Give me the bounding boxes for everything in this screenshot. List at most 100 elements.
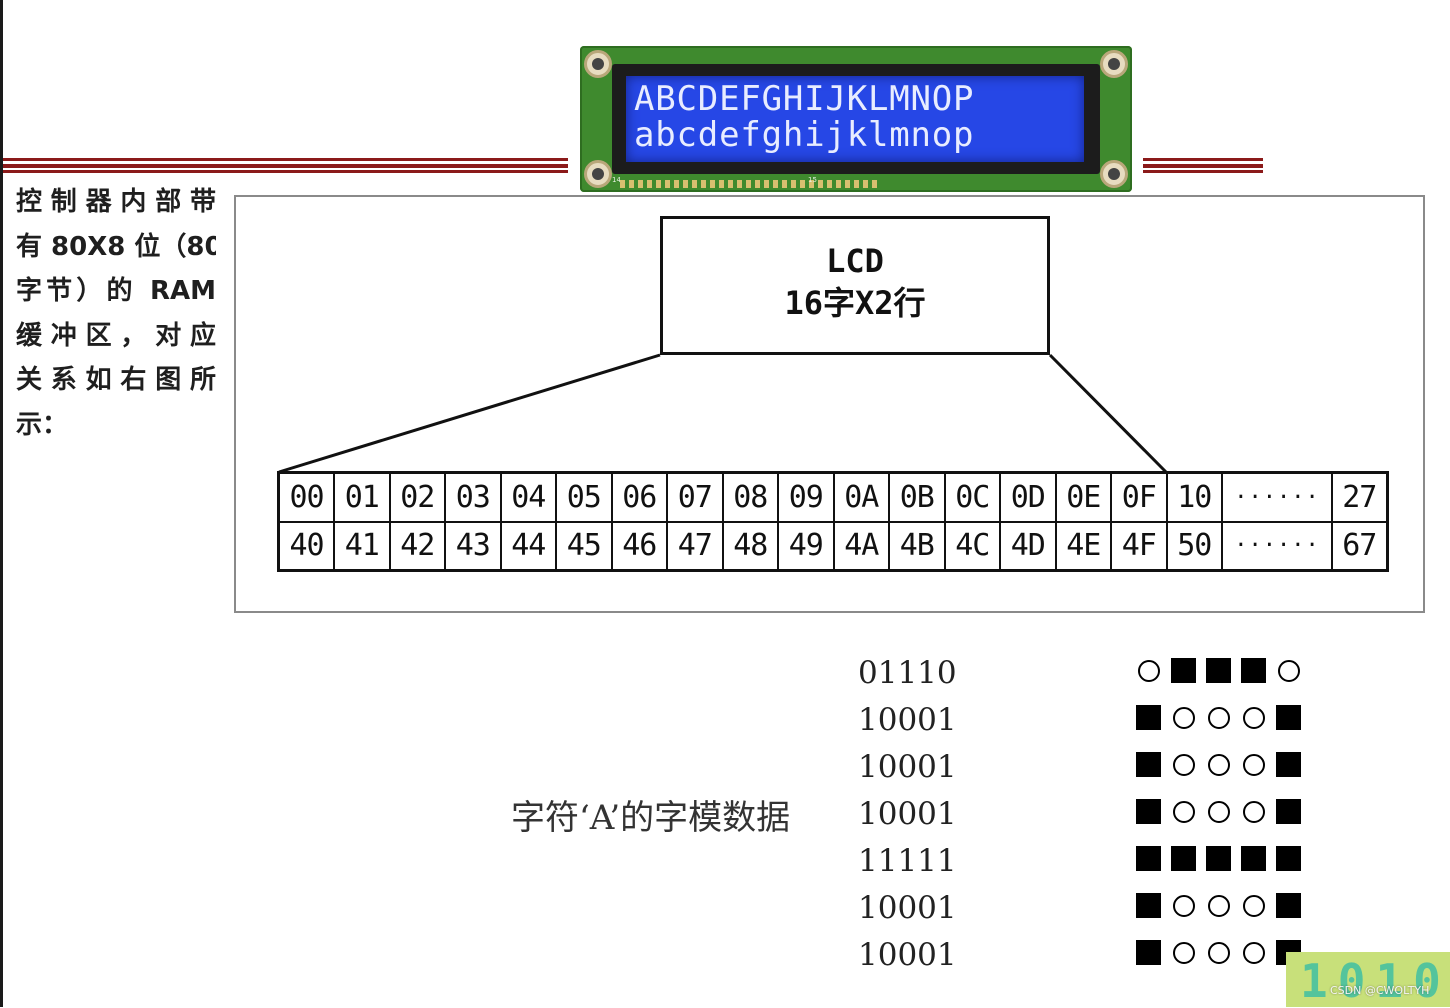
glyph-dot-cell: [1201, 795, 1236, 828]
glyph-dot-cell: [1236, 842, 1271, 875]
glyph-dot-cell: [1201, 748, 1236, 781]
filled-square-icon: [1136, 752, 1161, 777]
address-cell: 42: [388, 520, 446, 572]
glyph-dot-cell: [1201, 842, 1236, 875]
glyph-dot-cell: [1201, 701, 1236, 734]
glyph-dot-row: [1131, 842, 1311, 889]
filled-square-icon: [1136, 940, 1161, 965]
empty-circle-icon: [1172, 894, 1195, 917]
glyph-dot-cell: [1131, 889, 1166, 922]
glyph-dot-cell: [1271, 889, 1306, 922]
address-cell: 4E: [1054, 520, 1112, 572]
glyph-dot-cell: [1201, 654, 1236, 687]
address-cell: 47: [666, 520, 724, 572]
font-bit-row: 10001: [858, 796, 957, 832]
glyph-dot-cell: [1201, 889, 1236, 922]
glyph-dot-row: [1131, 748, 1311, 795]
ddram-row-1: 00 01 02 03 04 05 06 07 08 09 0A 0B 0C 0…: [277, 471, 1388, 523]
glyph-dot-cell: [1271, 842, 1306, 875]
font-bit-row: 01110: [858, 655, 957, 691]
decorative-corner-graphic: 1010: [1286, 952, 1450, 1008]
address-cell: 09: [777, 471, 835, 523]
description-line: 示：: [16, 409, 69, 440]
address-cell: 46: [610, 520, 668, 572]
filled-square-icon: [1241, 658, 1266, 683]
empty-circle-icon: [1277, 659, 1300, 682]
glyph-dot-cell: [1201, 936, 1236, 969]
lcd-screen-line-1: ABCDEFGHIJKLMNOP: [634, 79, 975, 119]
address-cell: 48: [721, 520, 779, 572]
font-bit-row: 10001: [858, 749, 957, 785]
mount-hole-icon: [584, 160, 612, 188]
description-line: 关系如右图所: [16, 365, 216, 396]
lcd1602-module-photo: ABCDEFGHIJKLMNOP abcdefghijklmnop 14 15: [580, 46, 1132, 192]
address-cell: 03: [444, 471, 502, 523]
glyph-dot-cell: [1166, 654, 1201, 687]
glyph-dot-cell: [1236, 654, 1271, 687]
empty-circle-icon: [1242, 894, 1265, 917]
address-cell: 4F: [1110, 520, 1168, 572]
address-cell: 05: [555, 471, 613, 523]
glyph-dot-cell: [1131, 842, 1166, 875]
address-cell: 27: [1331, 471, 1388, 523]
empty-circle-icon: [1242, 800, 1265, 823]
pin-label-right: 15: [808, 176, 817, 184]
address-cell: 0F: [1110, 471, 1168, 523]
ddram-row-2: 40 41 42 43 44 45 46 47 48 49 4A 4B 4C 4…: [277, 520, 1388, 572]
decorative-rule-right: [1143, 158, 1263, 174]
address-cell: 4B: [888, 520, 946, 572]
decorative-rule-left: [3, 158, 568, 174]
address-ellipsis-cell: ······: [1221, 520, 1333, 572]
filled-square-icon: [1276, 893, 1301, 918]
glyph-dot-cell: [1166, 748, 1201, 781]
glyph-dot-cell: [1271, 795, 1306, 828]
glyph-dot-cell: [1166, 842, 1201, 875]
empty-circle-icon: [1172, 800, 1195, 823]
address-cell: 0B: [888, 471, 946, 523]
address-cell: 06: [610, 471, 668, 523]
filled-square-icon: [1136, 893, 1161, 918]
filled-square-icon: [1171, 846, 1196, 871]
address-cell: 43: [444, 520, 502, 572]
address-cell: 40: [277, 520, 335, 572]
glyph-dot-cell: [1131, 795, 1166, 828]
empty-circle-icon: [1242, 706, 1265, 729]
lcd-screen-line-2: abcdefghijklmnop: [634, 115, 975, 155]
page-left-border: [0, 0, 3, 1007]
address-cell: 41: [333, 520, 391, 572]
filled-square-icon: [1276, 752, 1301, 777]
description-line: 控制器内部带: [16, 187, 216, 217]
filled-square-icon: [1241, 846, 1266, 871]
font-bit-row: 10001: [858, 890, 957, 926]
filled-square-icon: [1276, 799, 1301, 824]
empty-circle-icon: [1172, 753, 1195, 776]
address-ellipsis-cell: ······: [1221, 471, 1333, 523]
filled-square-icon: [1136, 705, 1161, 730]
lcd-screen: ABCDEFGHIJKLMNOP abcdefghijklmnop: [626, 76, 1084, 162]
decorative-graphic-glyphs: 1010: [1300, 954, 1450, 1008]
filled-square-icon: [1136, 846, 1161, 871]
filled-square-icon: [1206, 846, 1231, 871]
glyph-dot-cell: [1166, 889, 1201, 922]
description-line: 字节）的 RAM: [16, 276, 216, 307]
font-bit-rows: 01110 10001 10001 10001 11111 10001 1000…: [858, 652, 958, 981]
glyph-dot-row: [1131, 654, 1311, 701]
filled-square-icon: [1136, 799, 1161, 824]
description-line: 缓冲区，对应: [16, 320, 216, 351]
empty-circle-icon: [1207, 894, 1230, 917]
address-cell: 4D: [999, 520, 1057, 572]
filled-square-icon: [1276, 705, 1301, 730]
pin-label-left: 14: [612, 176, 621, 184]
glyph-dot-cell: [1131, 654, 1166, 687]
lcd-block-title: LCD: [826, 242, 884, 280]
ram-description: 控制器内部带 有 80X8 位（80 字节）的 RAM 缓冲区，对应 关系如右图…: [16, 180, 216, 448]
empty-circle-icon: [1207, 941, 1230, 964]
glyph-dot-cell: [1131, 936, 1166, 969]
lcd-pin-header: [620, 180, 880, 188]
empty-circle-icon: [1137, 659, 1160, 682]
address-cell: 0C: [943, 471, 1001, 523]
glyph-dot-cell: [1131, 748, 1166, 781]
glyph-dot-matrix: [1131, 654, 1311, 983]
mount-hole-icon: [1100, 160, 1128, 188]
address-cell: 04: [499, 471, 557, 523]
